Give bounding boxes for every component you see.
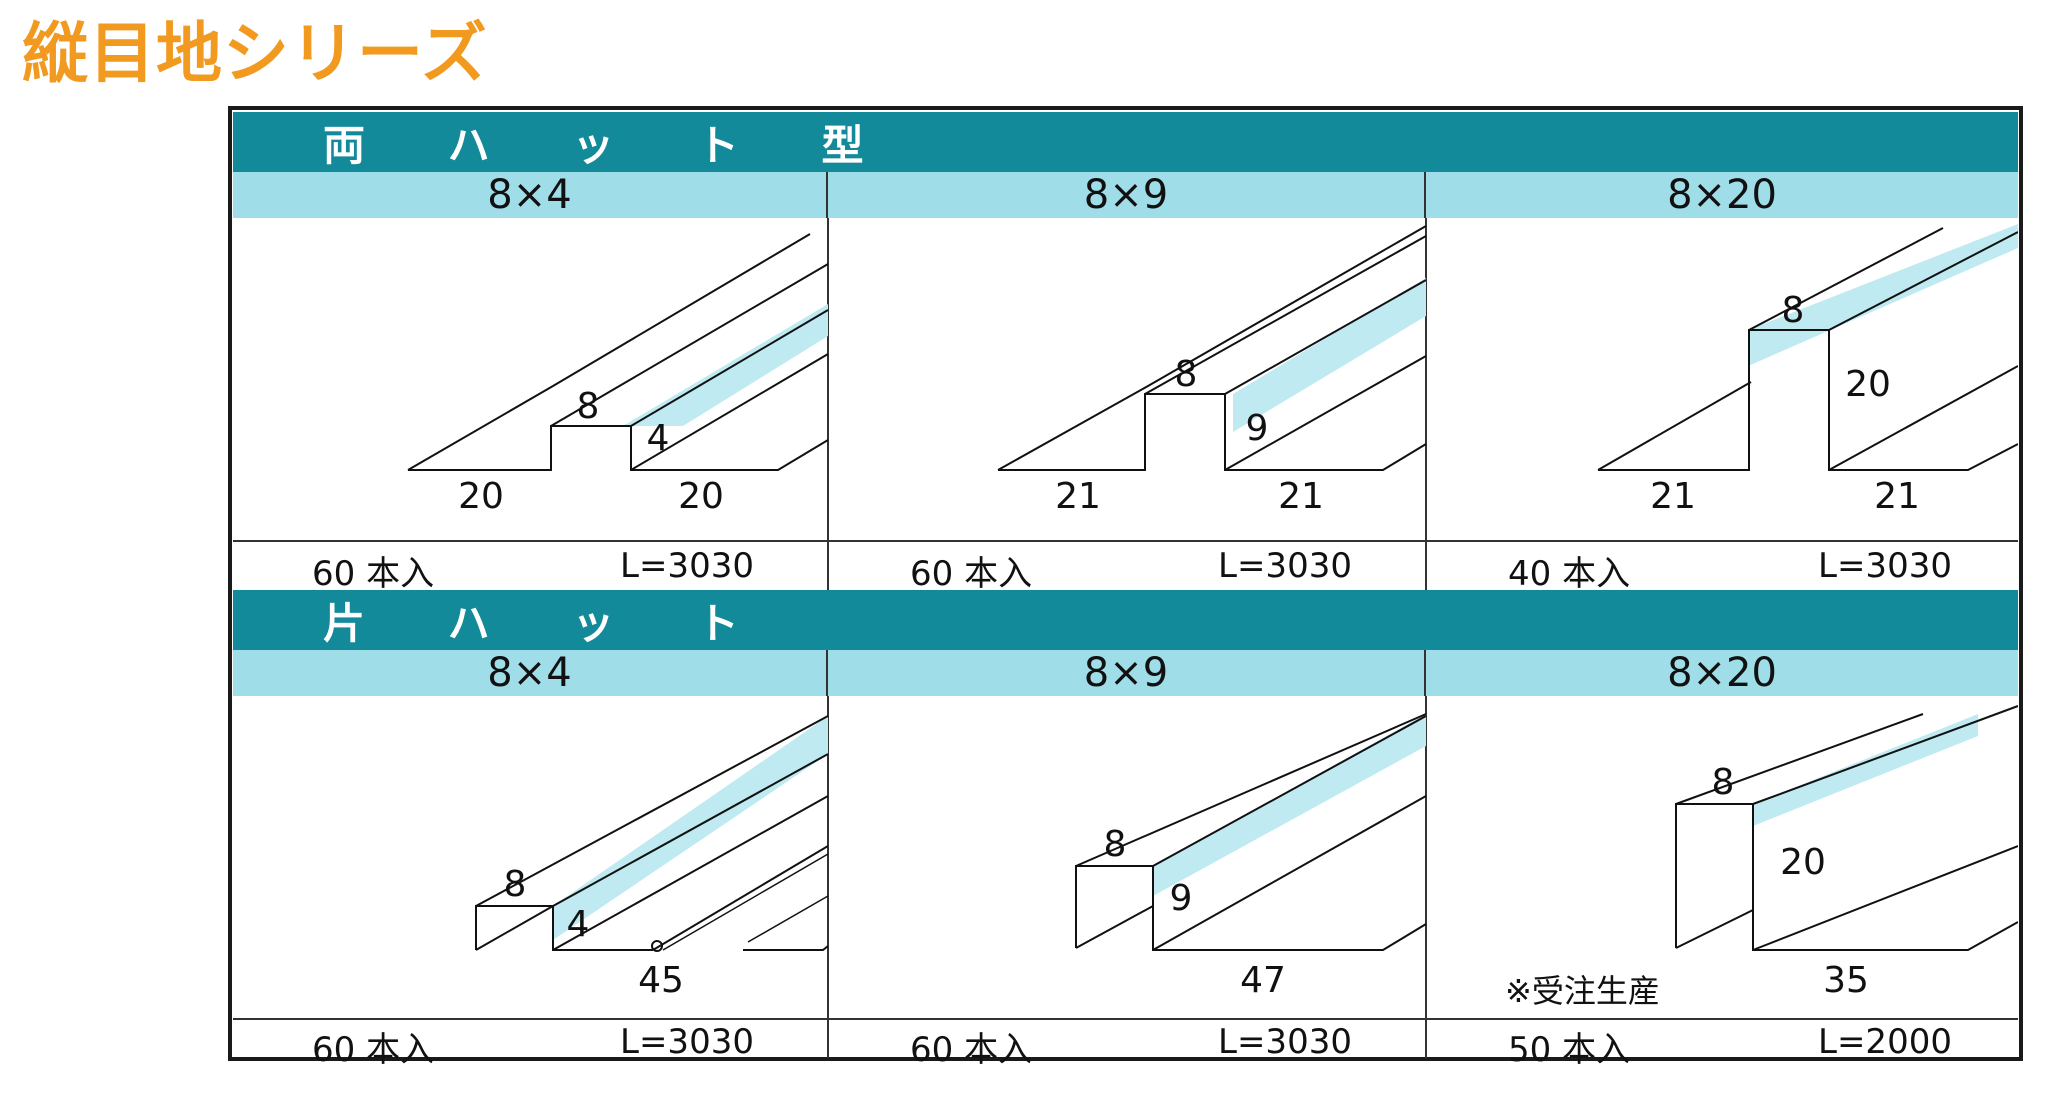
quantity-label: 60 本入: [910, 1030, 1033, 1070]
made-to-order-note: ※受注生産: [1505, 972, 1660, 1010]
profile-diagram-8x4-single: 8 4 45: [475, 715, 829, 1001]
section-2-footer-dividers: [827, 1018, 1427, 1058]
profile-diagram-8x9-single: 8 9 47: [1075, 713, 1427, 1001]
dim-flange: 21: [1055, 476, 1101, 517]
dim-depth: 4: [567, 904, 590, 945]
section-band-ryou-hat: 両 ハ ッ ト 型: [233, 112, 2018, 172]
dim-flange: 21: [1650, 476, 1696, 517]
length-label: L=3030: [1218, 546, 1352, 586]
section-1-diagrams: 8 4 20 20 8 9 21 21 8 20 21 21: [407, 218, 2018, 540]
quantity-label: 60 本入: [312, 1030, 435, 1070]
section-label: 両 ハ ッ ト 型: [323, 120, 898, 170]
length-label: L=3030: [620, 1022, 754, 1062]
dim-depth: 9: [1246, 408, 1269, 449]
profile-diagram-8x20-single: 8 20 35 ※受注生産: [1505, 705, 2018, 1010]
quantity-label: 40 本入: [1508, 554, 1631, 594]
section-2-header-row: 8×4 8×9 8×20: [233, 650, 2018, 696]
dim-depth: 20: [1845, 364, 1891, 405]
dim-flange: 21: [1278, 476, 1324, 517]
length-label: L=3030: [620, 546, 754, 586]
size-header: 8×4: [233, 650, 828, 696]
dim-depth: 4: [647, 418, 670, 459]
section-label: 片 ハ ッ ト: [323, 598, 773, 648]
dim-flange: 20: [458, 476, 504, 517]
size-header: 8×20: [1426, 172, 2018, 218]
footer-divider: [233, 1018, 2018, 1020]
dim-width: 8: [577, 386, 600, 427]
length-label: L=3030: [1218, 1022, 1352, 1062]
section-1-header-row: 8×4 8×9 8×20: [233, 172, 2018, 218]
size-header: 8×4: [233, 172, 828, 218]
size-header: 8×20: [1426, 650, 2018, 696]
dim-flange: 35: [1823, 960, 1869, 1001]
dim-depth: 20: [1780, 842, 1826, 883]
dim-width: 8: [504, 864, 527, 905]
footer-divider: [233, 540, 2018, 542]
size-header: 8×9: [828, 172, 1426, 218]
dim-flange: 45: [638, 960, 684, 1001]
page-title: 縦目地シリーズ: [22, 15, 488, 92]
length-label: L=2000: [1818, 1022, 1952, 1062]
quantity-label: 60 本入: [910, 554, 1033, 594]
profile-diagram-8x9-double: 8 9 21 21: [997, 225, 1427, 517]
dim-width: 8: [1712, 762, 1735, 803]
dim-flange: 47: [1240, 960, 1286, 1001]
dim-flange: 21: [1874, 476, 1920, 517]
dim-width: 8: [1104, 824, 1127, 865]
dim-depth: 9: [1170, 878, 1193, 919]
product-table: [228, 106, 2023, 1061]
section-band-kata-hat: 片 ハ ッ ト: [233, 590, 2018, 650]
quantity-label: 50 本入: [1508, 1030, 1631, 1070]
profile-diagram-8x20-double: 8 20 21 21: [1597, 224, 2018, 517]
length-label: L=3030: [1818, 546, 1952, 586]
section-1-footer-dividers: [827, 540, 1427, 590]
section-2-diagrams: 8 4 45 8 9 47 8 20 35 ※受注生産: [475, 696, 2018, 1018]
dim-width: 8: [1175, 354, 1198, 395]
profile-diagram-8x4-double: 8 4 20 20: [407, 233, 829, 517]
dim-flange: 20: [678, 476, 724, 517]
size-header: 8×9: [828, 650, 1426, 696]
quantity-label: 60 本入: [312, 554, 435, 594]
dim-width: 8: [1782, 290, 1805, 331]
